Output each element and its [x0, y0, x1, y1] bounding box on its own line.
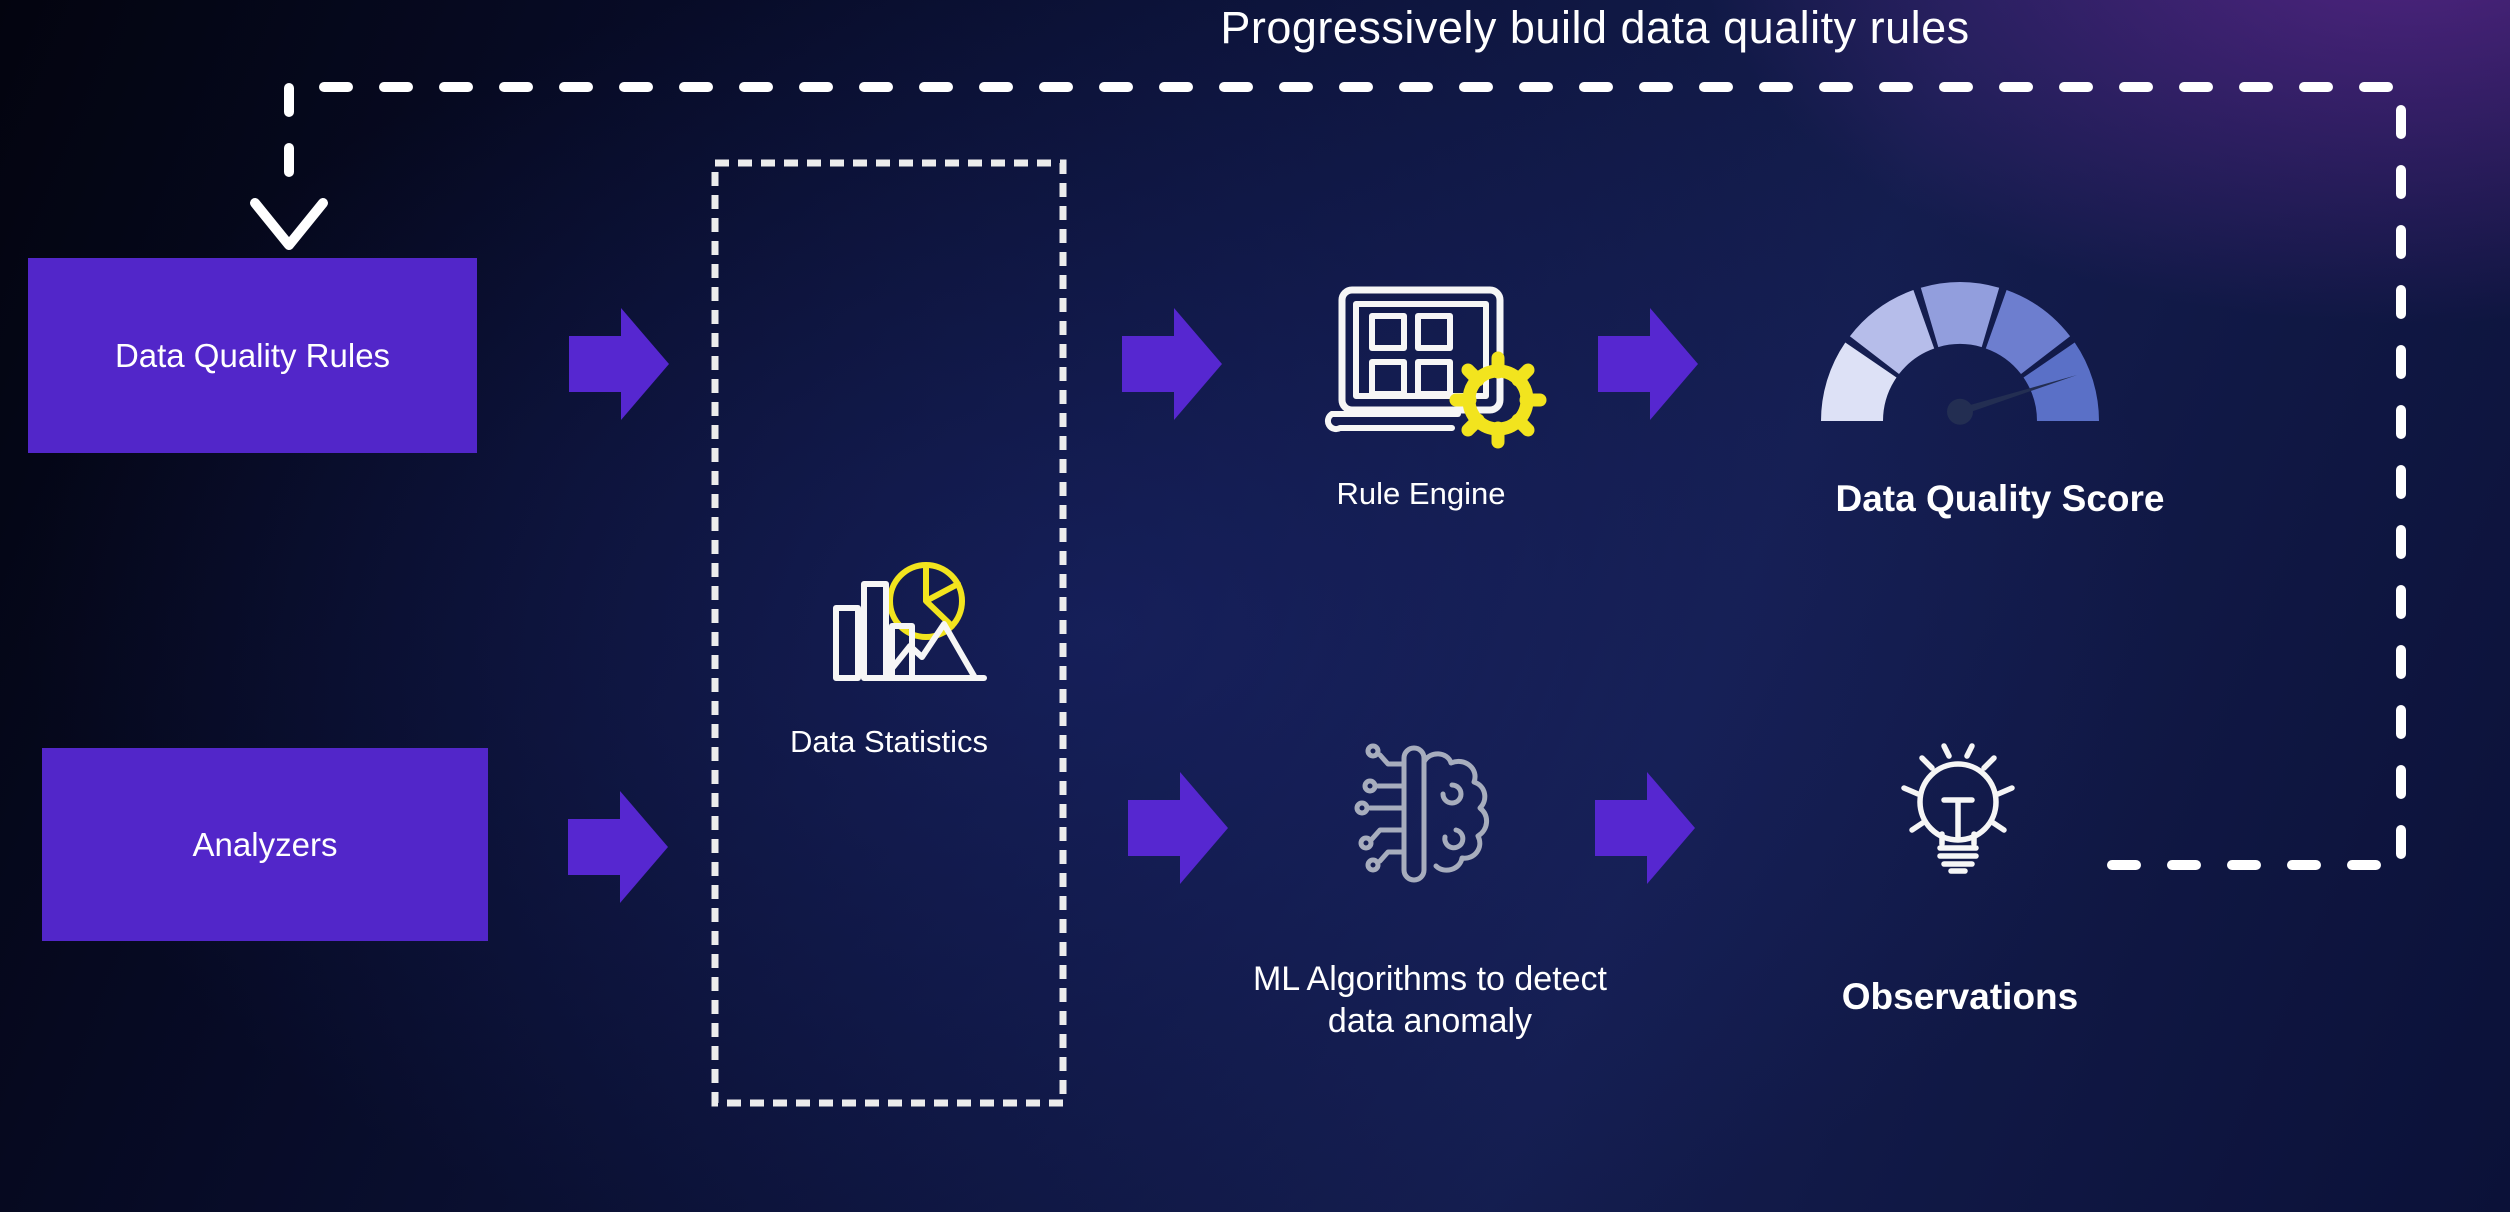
observations-label: Observations	[1841, 976, 2079, 1017]
lightbulb-icon	[1901, 743, 2015, 874]
data-quality-rules-label: Data Quality Rules	[114, 336, 391, 374]
data-quality-score-label: Data Quality Score	[1835, 478, 2165, 519]
flow-arrow	[1598, 308, 1698, 420]
rule-engine-label: Rule Engine	[1336, 476, 1506, 511]
flow-arrow	[1122, 308, 1222, 420]
statistics-charts-icon	[833, 562, 987, 681]
flow-arrow	[1128, 772, 1228, 884]
feedback-loop-arrowhead-icon	[250, 198, 328, 250]
data-statistics-label: Data Statistics	[789, 724, 989, 759]
diagram-title: Progressively build data quality rules	[1220, 2, 1970, 53]
laptop-gear-icon	[1324, 286, 1547, 449]
ml-anomaly-label: ML Algorithms to detect data anomaly	[1180, 958, 1680, 1042]
gauge-icon	[1821, 282, 2099, 425]
ml-anomaly-label-line2: data anomaly	[1327, 1002, 1533, 1040]
analyzers-box: Analyzers	[42, 748, 488, 941]
data-statistics-dashed-container	[711, 159, 1067, 1107]
analyzers-label: Analyzers	[192, 825, 338, 863]
data-quality-rules-box: Data Quality Rules	[28, 258, 477, 453]
flow-arrow	[569, 308, 669, 420]
flow-arrow	[1595, 772, 1695, 884]
ml-anomaly-label-line1: ML Algorithms to detect	[1252, 960, 1607, 998]
gauge-needle	[1947, 375, 2077, 425]
flow-arrow	[568, 791, 668, 903]
ml-brain-circuit-icon	[1354, 743, 1489, 883]
feedback-loop-dashed-path	[284, 82, 2406, 870]
